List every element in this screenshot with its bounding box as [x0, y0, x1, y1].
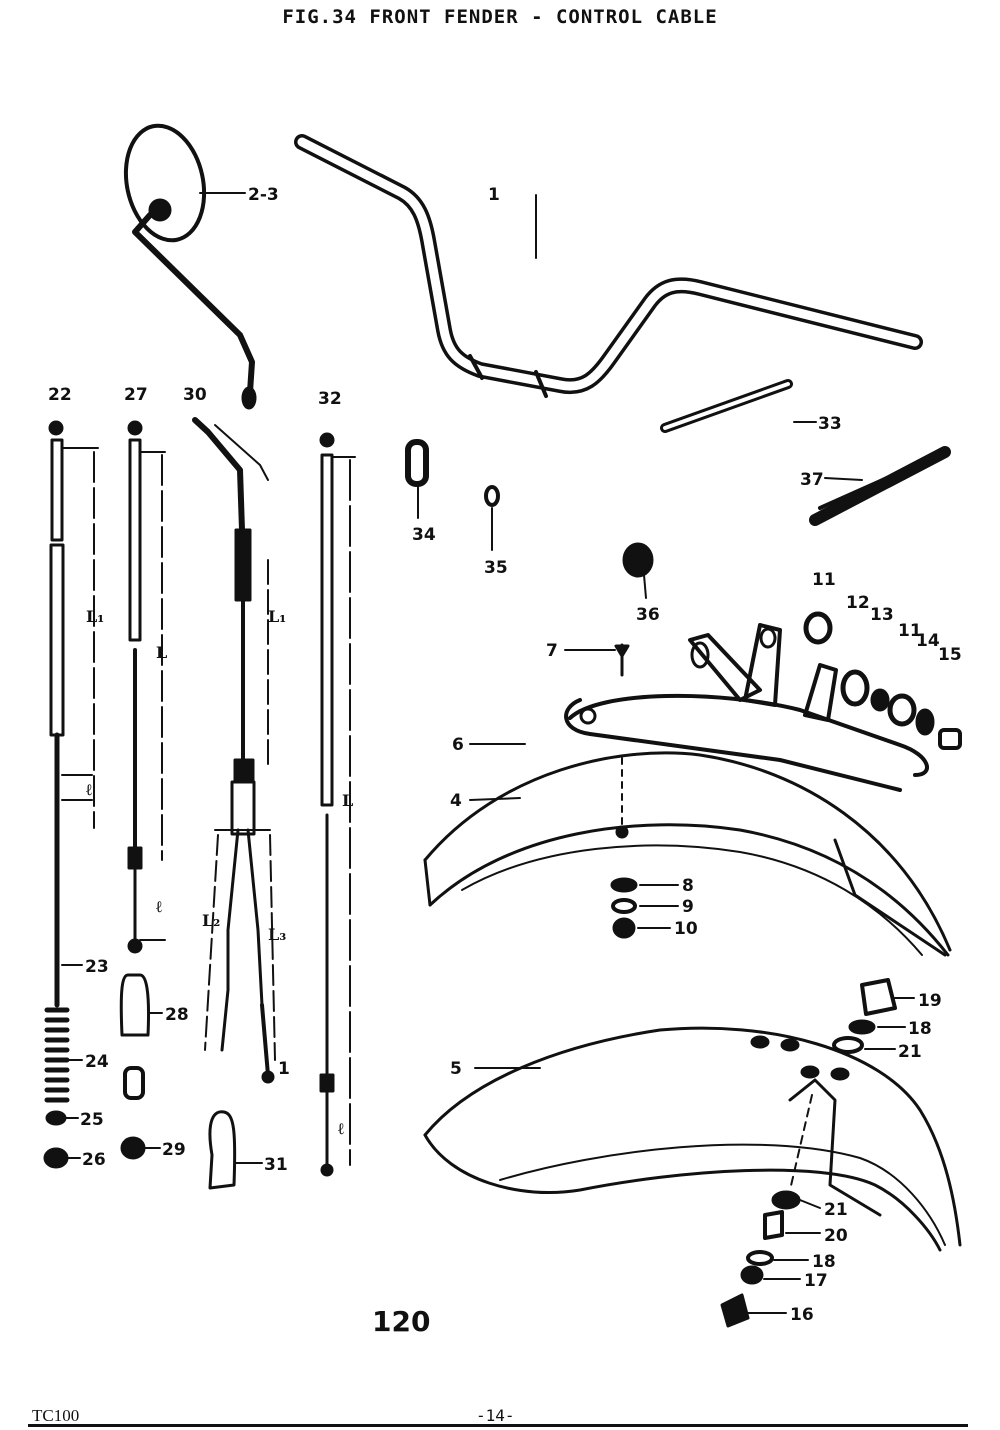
- callout-26: 26: [82, 1150, 106, 1170]
- dim-L2: L₂: [202, 911, 220, 930]
- dim-L1-cable22: L₁: [86, 607, 104, 626]
- callout-33: 33: [818, 414, 842, 434]
- callout-19: 19: [918, 991, 942, 1011]
- callout-18b: 18: [812, 1252, 836, 1272]
- callout-21a: 21: [898, 1042, 922, 1062]
- callout-31: 31: [264, 1155, 288, 1175]
- dimension-labels: L₁ L₁ L L L₂ L₃ ℓ ℓ ℓ: [86, 607, 353, 1138]
- callout-18a: 18: [908, 1019, 932, 1039]
- dim-l-cable27: ℓ: [156, 897, 163, 916]
- callout-11b: 11: [898, 621, 922, 641]
- callout-10: 10: [674, 919, 698, 939]
- callout-37: 37: [800, 470, 824, 490]
- callout-1: 1: [488, 185, 500, 205]
- dim-L1-cable30: L₁: [268, 607, 286, 626]
- callout-20: 20: [824, 1226, 848, 1246]
- callout-11a: 11: [812, 570, 836, 590]
- callout-27: 27: [124, 385, 148, 405]
- leader-lines: [61, 192, 915, 1314]
- callout-14: 14: [916, 631, 940, 651]
- callout-34: 34: [412, 525, 436, 545]
- callout-36: 36: [636, 605, 660, 625]
- callout-29: 29: [162, 1140, 186, 1160]
- callout-2-3: 2-3: [248, 185, 279, 205]
- callout-13: 13: [870, 605, 894, 625]
- callout-24: 24: [85, 1052, 109, 1072]
- mirror-part: [123, 123, 257, 410]
- callout-23: 23: [85, 957, 109, 977]
- callout-1-cable: 1: [278, 1059, 290, 1079]
- callout-5: 5: [450, 1059, 462, 1079]
- callout-17: 17: [804, 1271, 828, 1291]
- callout-30: 30: [183, 385, 207, 405]
- callout-8: 8: [682, 876, 694, 896]
- front-fender-part: [423, 751, 952, 957]
- callout-25: 25: [80, 1110, 104, 1130]
- figure-title: FIG.34 FRONT FENDER - CONTROL CABLE: [282, 6, 718, 28]
- cable-22-part: [43, 420, 99, 1169]
- page-number: 120: [372, 1305, 431, 1338]
- callout-4: 4: [450, 791, 462, 811]
- lever-parts: [660, 379, 951, 526]
- dim-L-cable27: L: [156, 643, 167, 662]
- small-parts: [405, 439, 654, 599]
- dim-l-cable32: ℓ: [338, 1119, 345, 1138]
- rear-fender-part: [423, 978, 962, 1328]
- cable-30-part: [192, 417, 276, 1190]
- callout-32: 32: [318, 389, 342, 409]
- dim-L-cable32: L: [342, 791, 353, 810]
- callout-labels: 2-3 1 4 5 6 7 8 9 10 11 11 12 13 14 15 1…: [48, 185, 962, 1325]
- callout-21b: 21: [824, 1200, 848, 1220]
- cable-27-part: [119, 420, 166, 1160]
- cable-32-part: [319, 432, 356, 1177]
- dim-l-cable22: ℓ: [86, 780, 93, 799]
- callout-35: 35: [484, 558, 508, 578]
- callout-6: 6: [452, 735, 464, 755]
- callout-28: 28: [165, 1005, 189, 1025]
- callout-15: 15: [938, 645, 962, 665]
- callout-12: 12: [846, 593, 870, 613]
- callout-22: 22: [48, 385, 72, 405]
- dim-L3: L₃: [268, 925, 286, 944]
- callout-16: 16: [790, 1305, 814, 1325]
- footer-model: TC100: [32, 1406, 80, 1425]
- fender-bracket-part: [564, 611, 962, 792]
- callout-7: 7: [546, 641, 558, 661]
- footer-page-number: -14-: [476, 1406, 515, 1425]
- footer-rule: [28, 1424, 968, 1427]
- callout-9: 9: [682, 897, 694, 917]
- handlebar-part: [294, 134, 923, 398]
